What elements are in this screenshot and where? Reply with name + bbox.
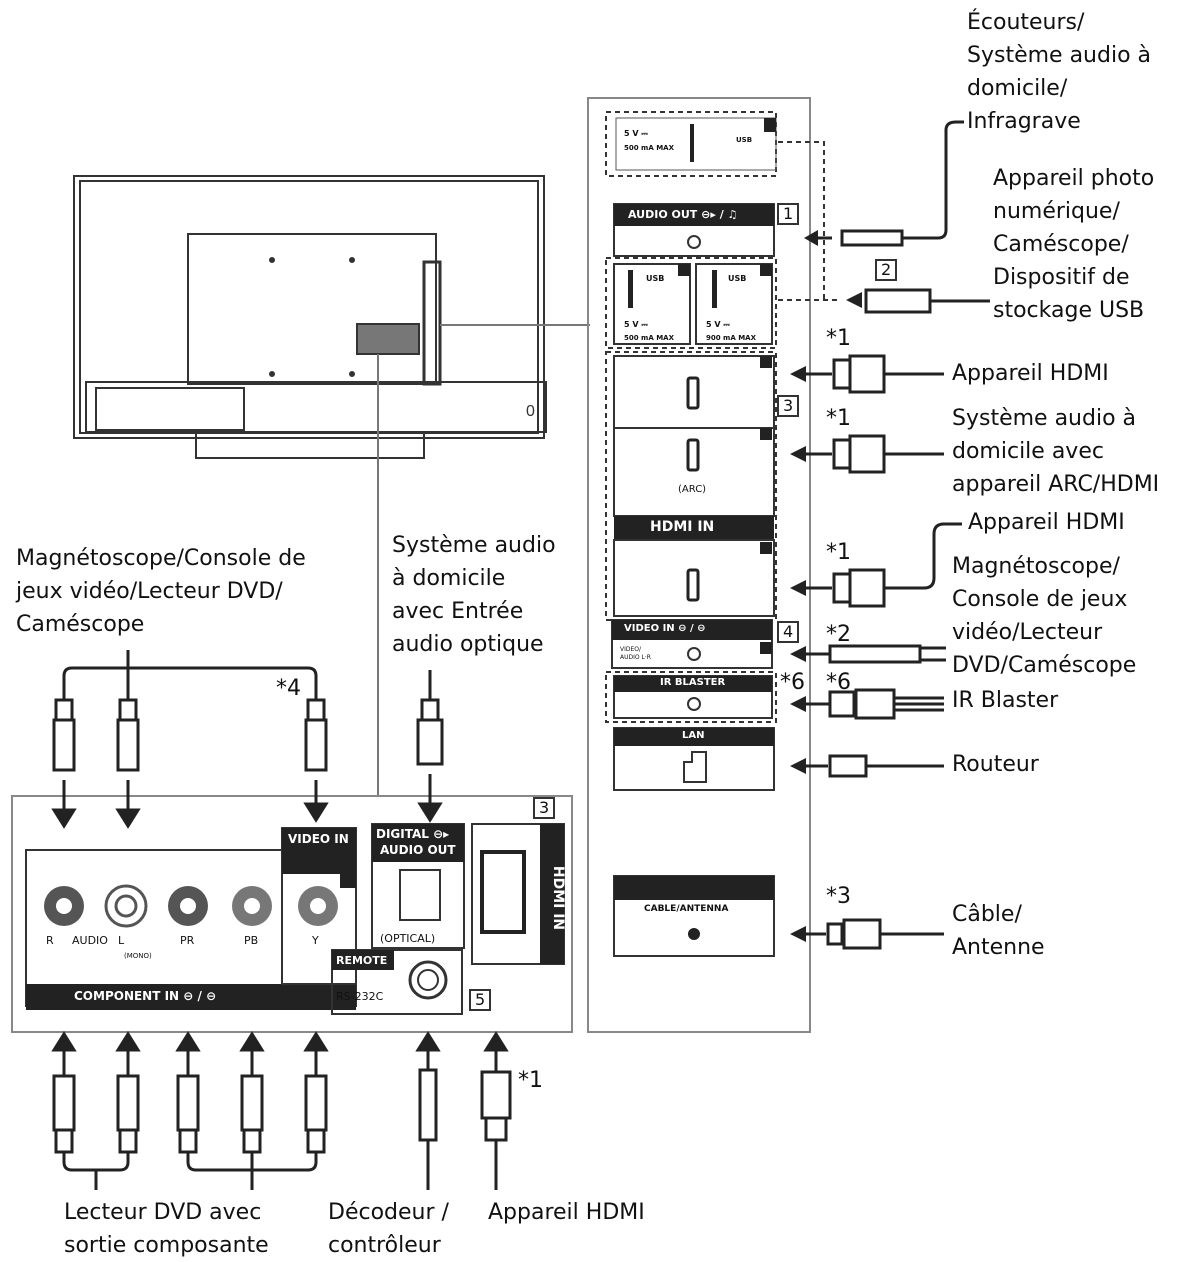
ir-blaster-port-label: IR BLASTER — [660, 677, 726, 688]
audio-l-label: L — [118, 934, 125, 947]
bottom-hdmi-in-label: HDMI IN — [550, 865, 567, 931]
tv-rear-view: 0 — [73, 175, 547, 459]
hdmi-device-1-label: Appareil HDMI — [952, 361, 1109, 386]
right-panel — [587, 97, 897, 1033]
bottom-lower-connectors — [51, 1031, 512, 1190]
arc-label: (ARC) — [678, 484, 707, 495]
video-in-port-label: VIDEO IN ⊖ / ⊖ — [624, 623, 706, 634]
usb1-label: USB — [736, 136, 753, 144]
remote-label: REMOTE — [336, 954, 388, 967]
usb2-power: 5 V ⎓ — [624, 320, 648, 329]
right-connectors — [790, 120, 990, 950]
audio-out-port-label: AUDIO OUT ⊖▸ / ♫ — [628, 208, 738, 221]
port-number-2: 2 — [881, 260, 892, 279]
footnote-1-d: *1 — [518, 1068, 543, 1093]
usb1-power: 5 V ⎓ — [624, 129, 648, 138]
port-number-3: 3 — [783, 396, 794, 415]
bottom-top-connectors — [51, 650, 444, 829]
digital-audio-out-label-2: AUDIO OUT — [380, 843, 456, 857]
y-label: Y — [312, 934, 319, 947]
component-in-label: COMPONENT IN ⊖ / ⊖ — [74, 989, 217, 1003]
footnote-1-b: *1 — [826, 406, 851, 431]
video-in-sub-label: VIDEO/ AUDIO L·R — [620, 646, 651, 661]
footnote-2: *2 — [826, 622, 851, 647]
mono-label: (MONO) — [124, 952, 152, 960]
usb2-label: USB — [646, 274, 665, 283]
bottom-panel — [11, 795, 573, 1033]
port-number-4: 4 — [783, 622, 794, 641]
port-number-5: 5 — [475, 990, 486, 1009]
decoder-label: Décodeur /contrôleur — [328, 1200, 449, 1258]
router-label: Routeur — [952, 752, 1039, 777]
footnote-6-a: *6 — [780, 670, 805, 695]
hdmi-device-2-label: Appareil HDMI — [968, 510, 1125, 535]
pb-label: PB — [244, 934, 259, 947]
footnote-1-c: *1 — [826, 540, 851, 565]
footnote-6-b: *6 — [826, 670, 851, 695]
audio-label: AUDIO — [72, 934, 108, 947]
ir-blaster-label: IR Blaster — [952, 688, 1059, 713]
svg-text:0: 0 — [526, 403, 535, 420]
usb1-current: 500 mA MAX — [624, 144, 674, 152]
antenna-label: Câble/Antenne — [952, 902, 1045, 960]
usb2-current: 500 mA MAX — [624, 334, 674, 342]
bottom-port-number-3: 3 — [539, 798, 550, 817]
port-number-1: 1 — [783, 204, 794, 223]
footnote-1-a: *1 — [826, 326, 851, 351]
usb3-label: USB — [728, 274, 747, 283]
usb3-power: 5 V ⎓ — [706, 320, 730, 329]
pr-label: PR — [180, 934, 195, 947]
footnote-3: *3 — [826, 884, 851, 909]
digital-audio-out-label-1: DIGITAL ⊖▸ — [376, 827, 450, 841]
footnote-4: *4 — [276, 676, 301, 701]
hdmi-in-label: HDMI IN — [650, 519, 715, 535]
rs232c-label: RS-232C — [336, 990, 384, 1003]
audio-r-label: R — [46, 934, 54, 947]
bottom-video-in-label: VIDEO IN — [288, 832, 349, 846]
cable-antenna-port-label: CABLE/ANTENNA — [644, 904, 729, 914]
hdmi-bottom-label: Appareil HDMI — [488, 1200, 645, 1225]
usb3-current: 900 mA MAX — [706, 334, 756, 342]
lan-port-label: LAN — [682, 730, 705, 741]
optical-label: (OPTICAL) — [380, 932, 436, 945]
